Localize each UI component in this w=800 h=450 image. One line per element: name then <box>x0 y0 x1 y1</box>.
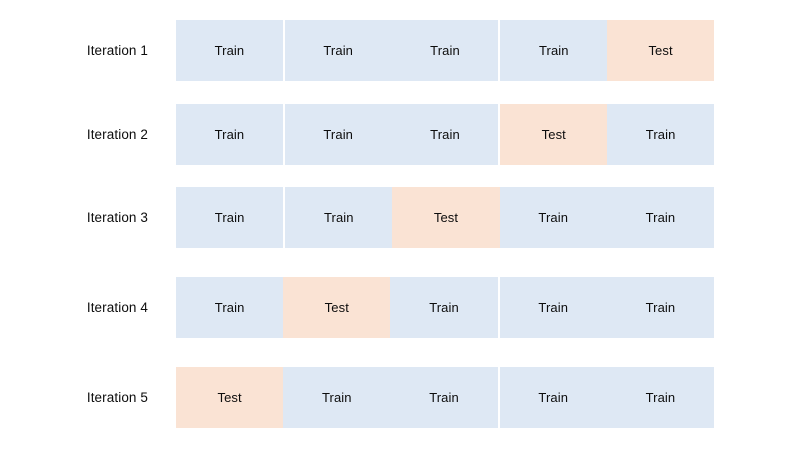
iteration-label: Iteration 4 <box>86 300 148 315</box>
iteration-row: Iteration 4 Train Test Train Train Train <box>0 277 800 338</box>
fold-cell-test: Test <box>607 20 714 81</box>
fold-cell: Train <box>391 104 501 165</box>
fold-cell-test: Test <box>392 187 500 248</box>
iteration-label: Iteration 3 <box>86 210 148 225</box>
fold-cell: Train <box>176 187 286 248</box>
fold-cell: Train <box>607 104 714 165</box>
fold-cell-test: Test <box>283 277 391 338</box>
fold-cell: Train <box>176 277 284 338</box>
iteration-row: Iteration 5 Test Train Train Train Train <box>0 367 800 428</box>
fold-cell: Train <box>176 104 285 165</box>
iteration-label: Iteration 2 <box>86 127 148 142</box>
fold-cell-test: Test <box>176 367 284 428</box>
fold-cell: Train <box>499 277 607 338</box>
fold-cell: Train <box>285 187 393 248</box>
fold-cell-test: Test <box>500 104 608 165</box>
fold-cell: Train <box>390 367 500 428</box>
fold-cell: Train <box>606 367 715 428</box>
fold-cell: Train <box>500 20 608 81</box>
fold-cell: Train <box>176 20 285 81</box>
fold-cell: Train <box>606 187 715 248</box>
fold-cell: Train <box>284 104 392 165</box>
fold-cell: Train <box>284 20 392 81</box>
fold-cell: Train <box>390 277 500 338</box>
fold-band: Train Train Test Train Train <box>176 187 715 248</box>
fold-cell: Train <box>391 20 501 81</box>
fold-cell: Train <box>499 187 607 248</box>
fold-band: Test Train Train Train Train <box>176 367 715 428</box>
fold-cell: Train <box>499 367 607 428</box>
fold-cell: Train <box>283 367 391 428</box>
iteration-row: Iteration 2 Train Train Train Test Train <box>0 104 800 165</box>
fold-cell: Train <box>606 277 715 338</box>
fold-band: Train Test Train Train Train <box>176 277 715 338</box>
fold-band: Train Train Train Train Test <box>176 20 714 81</box>
iteration-row: Iteration 3 Train Train Test Train Train <box>0 187 800 248</box>
iteration-label: Iteration 1 <box>86 43 148 58</box>
iteration-row: Iteration 1 Train Train Train Train Test <box>0 20 800 81</box>
fold-band: Train Train Train Test Train <box>176 104 714 165</box>
iteration-label: Iteration 5 <box>86 390 148 405</box>
